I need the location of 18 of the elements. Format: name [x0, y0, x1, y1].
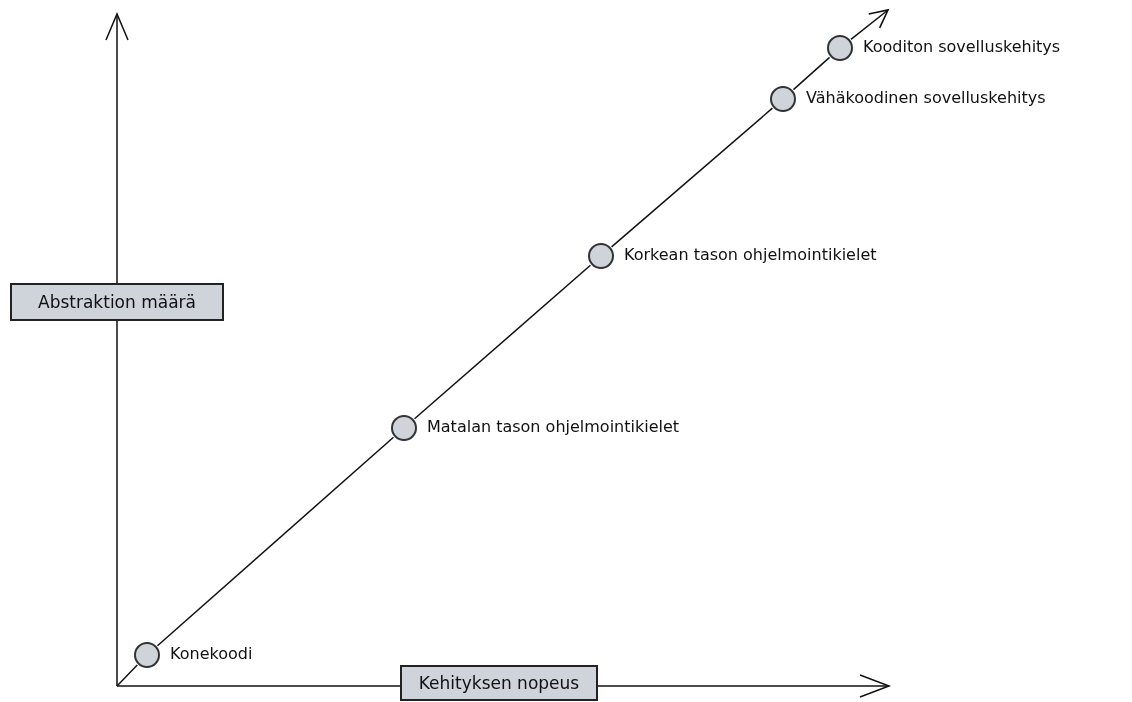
connector-line	[610, 107, 774, 248]
connector-line	[792, 56, 831, 91]
stage-label: Korkean tason ohjelmointikielet	[624, 245, 877, 264]
axis-label: Kehityksen nopeus	[400, 665, 598, 701]
axis-label: Abstraktion määrä	[10, 283, 224, 321]
connector-line	[156, 436, 395, 647]
stage-label: Konekoodi	[170, 644, 253, 663]
connector-line	[850, 9, 889, 41]
milestone-circle	[134, 642, 160, 668]
stage-label: Matalan tason ohjelmointikielet	[427, 417, 680, 436]
connector-line	[413, 264, 592, 420]
milestone-circle	[588, 243, 614, 269]
stage-label: Kooditon sovelluskehitys	[863, 37, 1061, 56]
connector-line	[116, 664, 138, 687]
stage-label: Vähäkoodinen sovelluskehitys	[806, 88, 1046, 107]
milestone-circle	[391, 415, 417, 441]
milestone-circle	[770, 86, 796, 112]
milestone-circle	[827, 35, 853, 61]
